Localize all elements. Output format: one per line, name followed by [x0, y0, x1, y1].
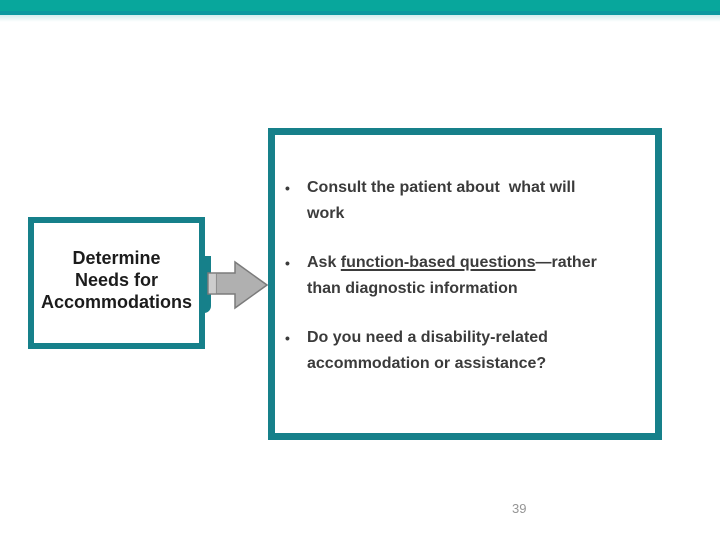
slide-top-bar-shadow: [0, 15, 720, 22]
bullet-dot-icon: •: [285, 255, 290, 271]
bullet-item-consult: • Consult the patient about what will wo…: [285, 175, 639, 227]
bullet-text-suffix: —rather than diagnostic information: [307, 254, 597, 297]
right-arrow-icon: [207, 260, 268, 310]
bullet-item-ask-questions: • Ask function-based questions—rather th…: [285, 250, 639, 302]
bullet-text-underlined: function-based questions: [340, 254, 536, 271]
slide-number: 39: [512, 501, 527, 516]
content-box: • Consult the patient about what will wo…: [268, 128, 662, 440]
bullet-text-disability-question: Do you need a disability-related accommo…: [307, 329, 548, 372]
process-step-box: Determine Needs for Accommodations: [28, 217, 205, 349]
bullet-text-ask-questions: Ask function-based questions—rather than…: [307, 250, 639, 302]
bullet-text-prefix: Ask: [307, 254, 341, 271]
bullet-dot-icon: •: [285, 330, 290, 346]
bullet-dot-icon: •: [285, 180, 290, 196]
bullet-item-disability-question: • Do you need a disability-related accom…: [285, 325, 639, 377]
bullet-text-consult: Consult the patient about what will work: [307, 179, 576, 222]
step-box-rounded-edge: [202, 256, 211, 313]
slide-top-bar: [0, 0, 720, 15]
process-step-label: Determine Needs for Accommodations: [40, 248, 193, 312]
